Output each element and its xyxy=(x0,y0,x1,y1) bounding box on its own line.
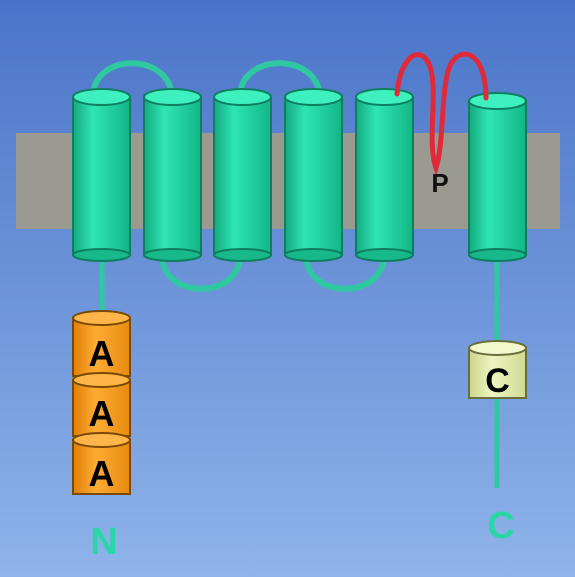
a-domain-2: A xyxy=(73,373,130,436)
helix-s2 xyxy=(144,89,201,261)
helix-s1 xyxy=(73,89,130,261)
c-domain: C xyxy=(469,341,526,400)
a-domains: A A A xyxy=(73,311,130,494)
c-terminus-label: C xyxy=(487,505,514,547)
a-domain-1: A xyxy=(73,311,130,376)
a-domain-1-label: A xyxy=(89,333,115,374)
helix-s5 xyxy=(356,89,413,261)
helix-s3 xyxy=(214,89,271,261)
helix-s6 xyxy=(469,93,526,261)
n-terminus-label: N xyxy=(90,521,117,563)
helix-s4 xyxy=(285,89,342,261)
a-domain-3: A xyxy=(73,433,130,494)
c-domain-label: C xyxy=(485,362,510,400)
a-domain-2-label: A xyxy=(89,393,115,434)
a-domain-3-label: A xyxy=(89,453,115,494)
pore-label: P xyxy=(431,168,448,198)
